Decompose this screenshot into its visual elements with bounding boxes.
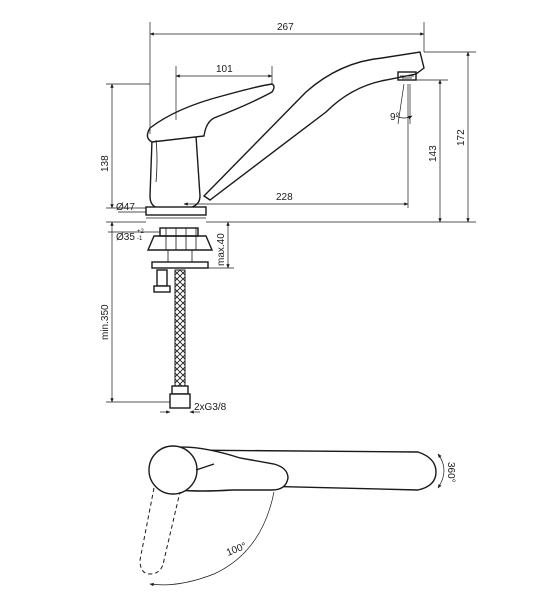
braided-hose	[174, 269, 186, 387]
aerator-detail	[400, 75, 414, 79]
dim-rotation: 360°	[445, 462, 456, 483]
body-top-detail	[195, 463, 215, 471]
faucet-side-view	[145, 51, 425, 409]
dim-spout-angle: 9°	[390, 112, 400, 123]
dim-spout-projection: 228	[276, 192, 293, 203]
body-top-circle	[148, 445, 198, 495]
dim-total-height: 172	[456, 129, 467, 146]
lever-swing-arc	[149, 491, 275, 587]
dim-max-deck: max.40	[216, 233, 227, 266]
dim-base-diameter: Ø47	[116, 202, 135, 213]
hose-fitting	[171, 385, 189, 395]
dim-hole-diameter: Ø35	[116, 232, 135, 243]
fixing-nut	[151, 261, 209, 269]
dim-hole-tol-lower: -1	[137, 236, 143, 242]
dim-lever-swing: 100°	[225, 541, 248, 559]
base-plate	[145, 206, 207, 216]
lever-top-outline	[169, 446, 289, 492]
lever-swing-outline	[139, 487, 181, 575]
hose-nut	[169, 393, 191, 409]
dim-lever-length: 101	[216, 64, 233, 75]
body-outline	[149, 135, 201, 209]
tube-connector-nut	[153, 285, 171, 293]
dim-hose-connection: 2xG3/8	[194, 402, 227, 413]
dimension-lines: 267 101 138 9° 143 172 Ø47 228	[100, 22, 476, 414]
dim-hose-length: min.350	[100, 304, 111, 340]
spout-outline	[202, 51, 425, 201]
lever-outline	[146, 83, 275, 143]
dim-overall-reach: 267	[277, 22, 294, 33]
faucet-top-view: 100° 360°	[139, 445, 456, 587]
fixing-bracket	[146, 235, 214, 251]
fixing-detail	[165, 228, 197, 250]
body-shading	[155, 139, 158, 183]
fixing-rods	[167, 250, 193, 262]
dim-hole-tol-upper: +2	[137, 229, 145, 235]
aerator	[397, 71, 417, 81]
tube-connector	[156, 269, 168, 287]
rotation-arc	[437, 453, 445, 489]
dim-body-height: 138	[100, 155, 111, 172]
dim-spout-clearance: 143	[428, 145, 439, 162]
spout-top-outline	[177, 449, 437, 491]
